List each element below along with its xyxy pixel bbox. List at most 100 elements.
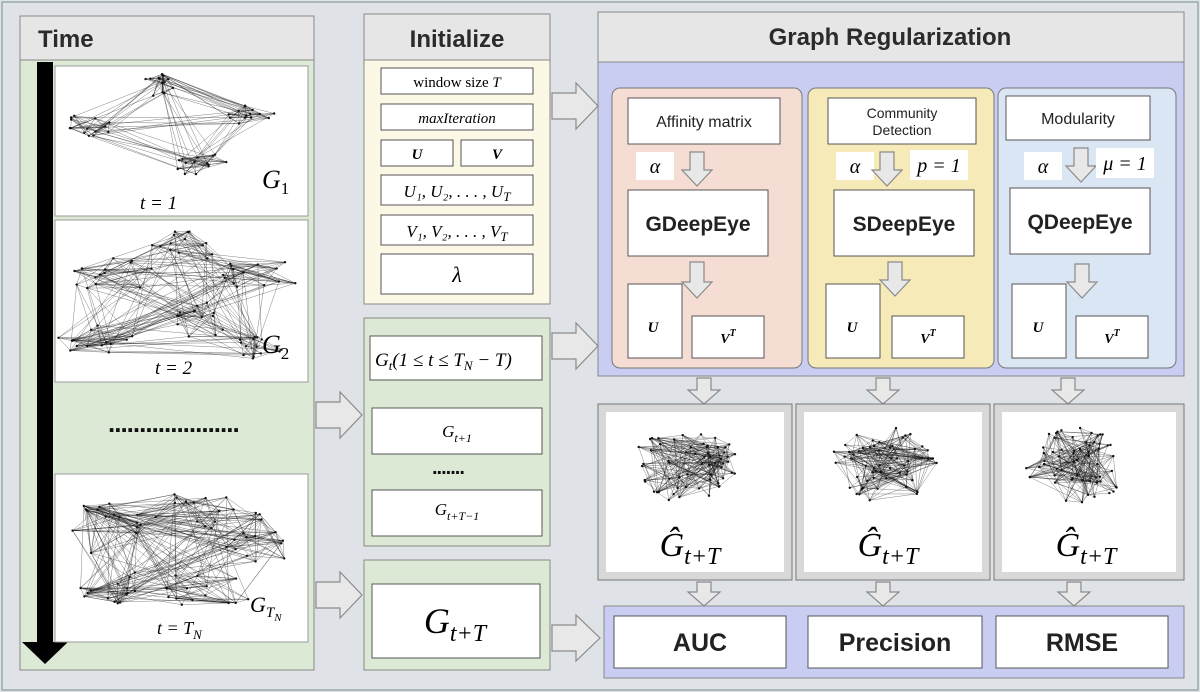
network-node xyxy=(876,487,879,490)
network-edge xyxy=(76,325,98,347)
network-node xyxy=(163,92,166,95)
network-edge xyxy=(677,477,680,489)
network-edge xyxy=(650,450,687,453)
network-edge xyxy=(205,510,220,527)
network-edge xyxy=(878,450,882,472)
network-node xyxy=(100,344,104,347)
network-node xyxy=(243,116,247,119)
network-node xyxy=(172,233,176,237)
network-edge xyxy=(109,122,240,124)
network-edge xyxy=(682,434,724,479)
network-node xyxy=(181,157,184,161)
network-edge xyxy=(197,539,235,576)
network-edge xyxy=(879,457,923,466)
network-edge xyxy=(72,530,121,603)
community-label-line2: Detection xyxy=(872,122,931,138)
network-node xyxy=(193,309,196,312)
network-node xyxy=(702,442,705,445)
network-node xyxy=(1072,451,1075,455)
network-edge xyxy=(228,105,246,115)
network-edge xyxy=(176,598,193,601)
network-node xyxy=(1099,480,1102,483)
network-node xyxy=(1025,467,1028,470)
network-edge xyxy=(76,254,213,347)
network-node xyxy=(152,94,155,97)
network-edge xyxy=(72,506,100,531)
network-node xyxy=(75,344,79,348)
network-edge xyxy=(90,526,206,554)
network-edge xyxy=(86,510,135,573)
affinity-vt: VT xyxy=(720,328,736,347)
network-edge xyxy=(137,502,194,515)
network-edge xyxy=(101,263,231,346)
network-node xyxy=(116,582,119,585)
network-edge xyxy=(1076,434,1103,476)
network-edge xyxy=(835,462,891,469)
network-edge xyxy=(244,105,275,114)
network-edge xyxy=(891,437,903,459)
network-edge xyxy=(101,336,189,346)
network-node xyxy=(245,536,248,539)
network-node xyxy=(249,116,253,119)
network-edge xyxy=(150,74,163,79)
network-node xyxy=(89,551,93,555)
network-node xyxy=(885,477,888,480)
network-edge xyxy=(101,264,258,346)
network-edge xyxy=(74,260,132,272)
network-node xyxy=(722,462,725,465)
network-edge xyxy=(261,519,285,559)
network-edge xyxy=(701,464,722,468)
network-node xyxy=(901,436,904,439)
network-node xyxy=(1075,474,1079,477)
network-edge xyxy=(1065,461,1075,501)
initialize-header-bg xyxy=(363,13,551,61)
network-edge xyxy=(907,450,928,462)
network-node xyxy=(256,336,259,339)
network-edge xyxy=(189,231,234,284)
network-edge xyxy=(71,246,161,341)
network-edge xyxy=(1113,456,1117,488)
network-edge xyxy=(674,439,700,489)
network-edge xyxy=(95,77,159,132)
network-edge xyxy=(709,464,719,484)
series-range-text: Gt(1 ≤ t ≤ TN − T) xyxy=(375,350,512,373)
network-node xyxy=(718,485,721,488)
network-node xyxy=(103,271,106,275)
network-edge xyxy=(1043,447,1114,457)
network-node xyxy=(258,112,261,116)
network-node xyxy=(225,160,228,164)
network-edge xyxy=(1079,427,1095,443)
network-edge xyxy=(1043,452,1073,479)
network-edge xyxy=(1088,492,1110,495)
network-edge xyxy=(256,337,258,347)
graph-1-box xyxy=(54,65,309,217)
network-edge xyxy=(182,158,186,175)
network-node xyxy=(878,464,881,467)
network-edge xyxy=(230,263,234,284)
network-edge xyxy=(70,122,110,129)
network-edge xyxy=(188,336,258,338)
network-node xyxy=(1110,469,1114,473)
network-node xyxy=(730,471,734,474)
modularity-param: μ = 1 xyxy=(1102,153,1147,175)
network-edge xyxy=(117,546,227,584)
network-edge xyxy=(223,274,256,338)
community-vt-box xyxy=(891,315,965,359)
network-edge xyxy=(95,118,195,162)
network-node xyxy=(283,557,286,560)
network-edge xyxy=(127,588,188,594)
network-node xyxy=(714,436,717,440)
network-edge xyxy=(159,78,246,106)
network-edge xyxy=(177,315,223,330)
network-node xyxy=(69,349,72,352)
network-edge xyxy=(1073,452,1097,478)
network-node xyxy=(96,508,99,511)
network-node xyxy=(116,602,119,605)
network-edge xyxy=(205,498,236,603)
network-edge xyxy=(902,437,928,451)
network-node xyxy=(1047,432,1051,436)
series-last-box xyxy=(371,489,543,537)
network-edge xyxy=(95,117,269,132)
network-node xyxy=(151,244,154,247)
network-node xyxy=(185,587,189,590)
